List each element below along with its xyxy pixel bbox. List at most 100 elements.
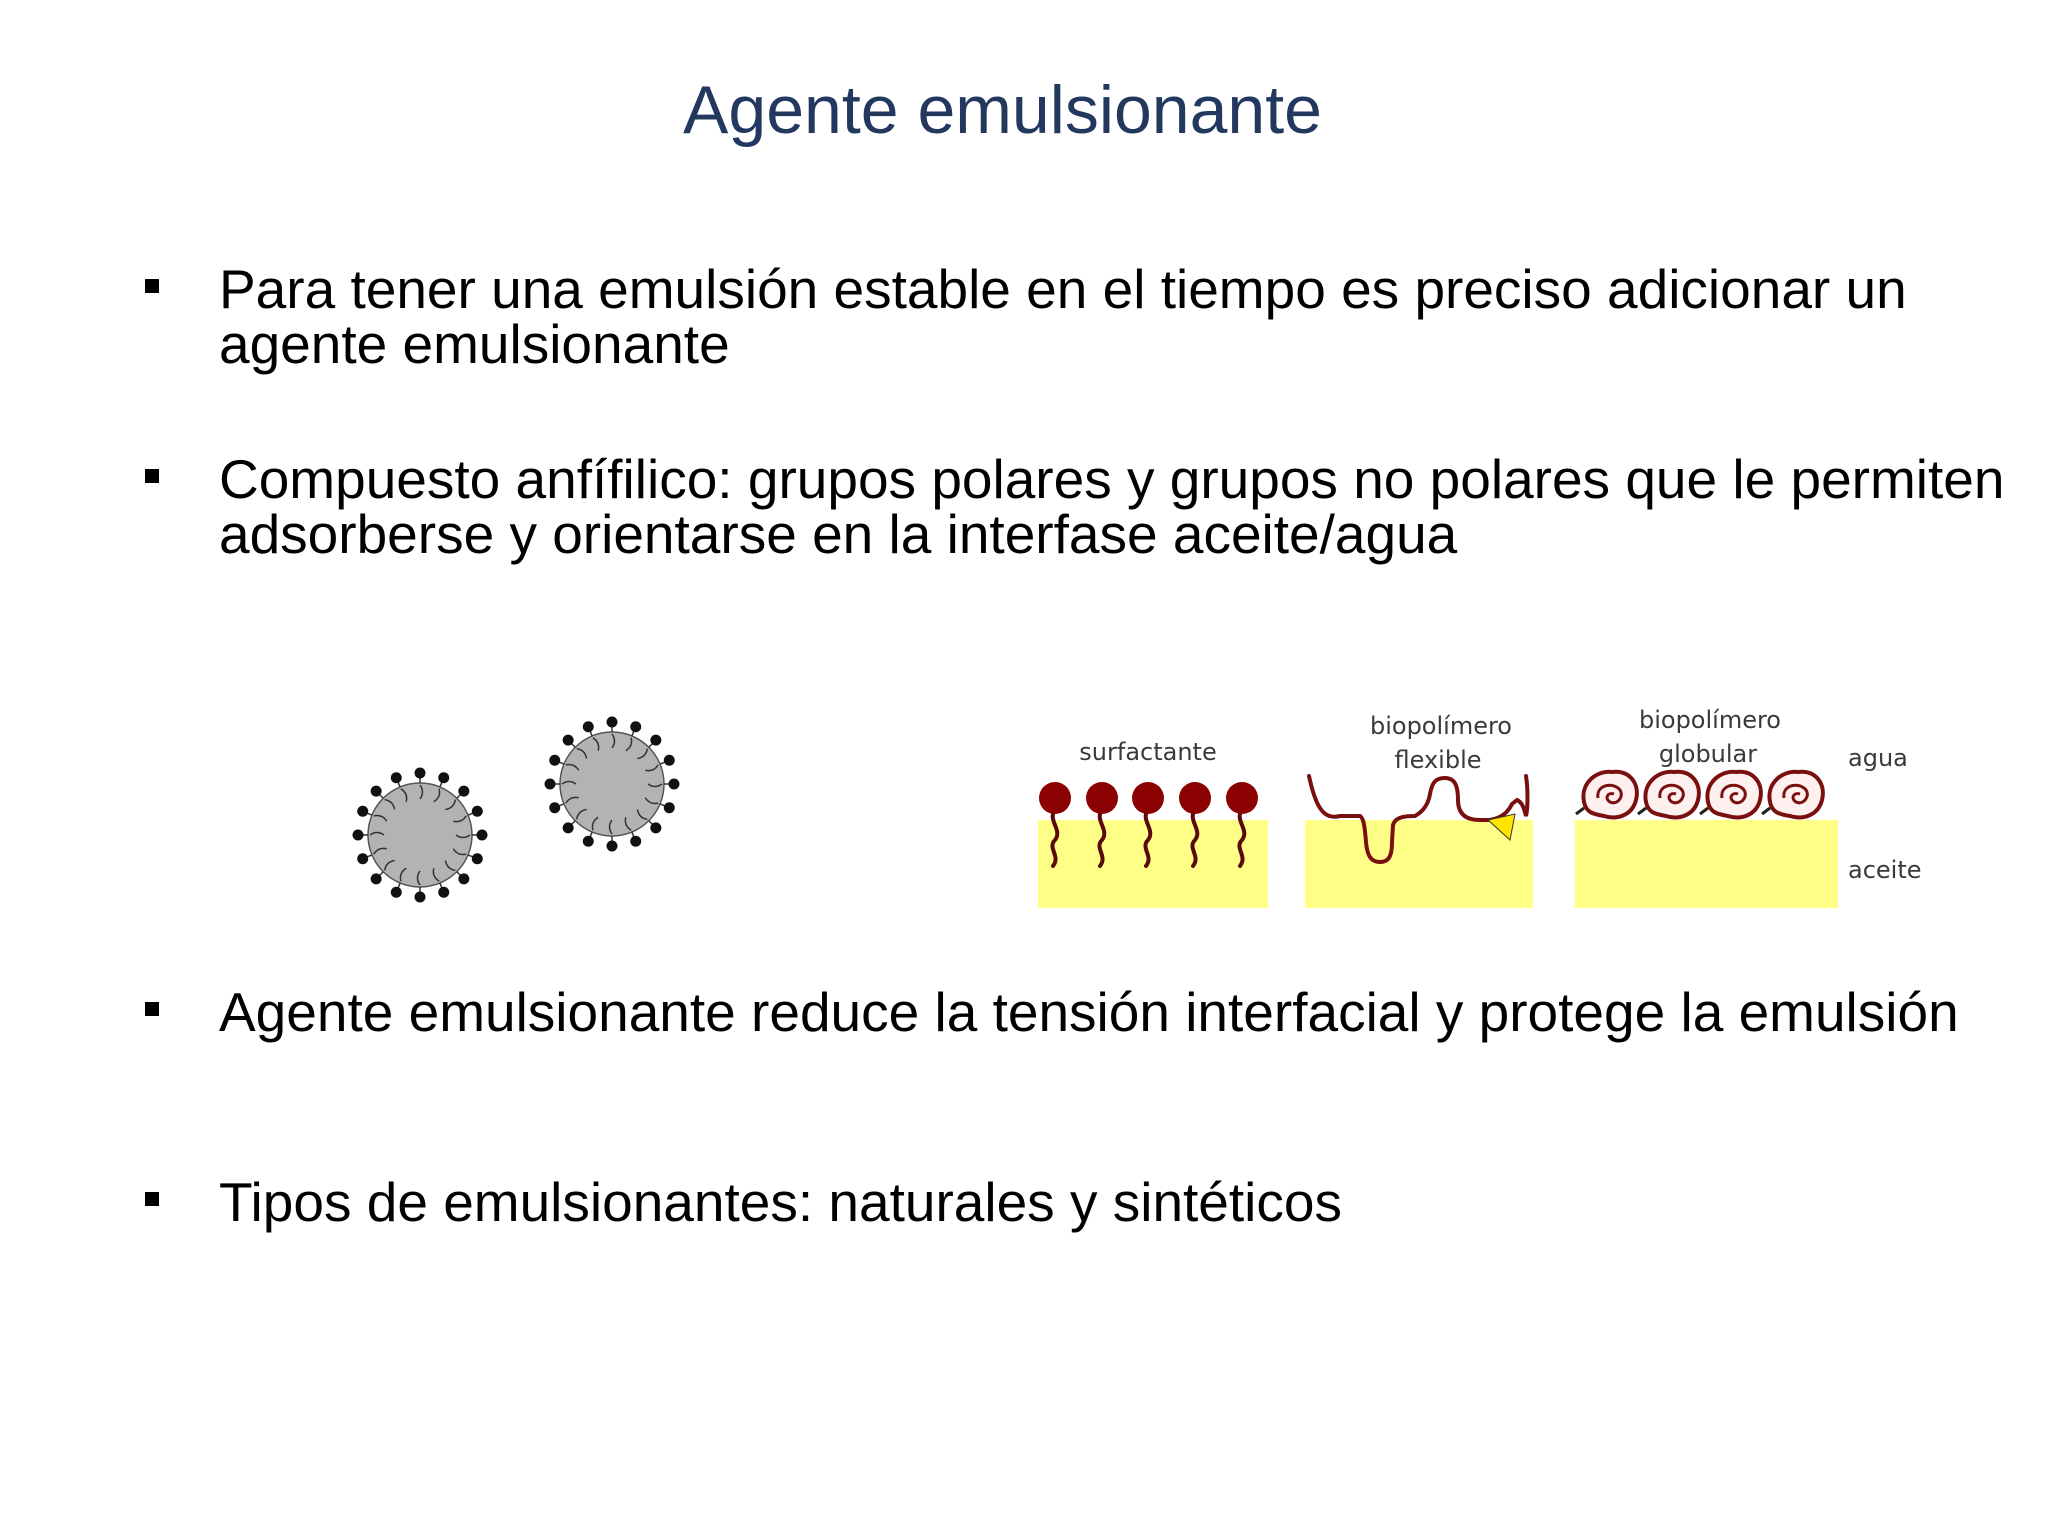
surfactant-head [1179, 782, 1211, 814]
surfactant-tail [1190, 808, 1200, 868]
emulsion-droplets-figure [352, 716, 680, 903]
emulsifier-tail [432, 868, 440, 882]
emulsifier-head [582, 835, 594, 847]
surfactant-head [1039, 782, 1071, 814]
emulsifier-head [663, 754, 675, 766]
globular-protein-anchor [1575, 806, 1585, 816]
globular-protein-fold [1720, 783, 1747, 805]
emulsifier-head [663, 802, 675, 814]
label-water: agua [1848, 744, 1908, 772]
surfactant-tail [1237, 808, 1247, 868]
bullet-square-icon [145, 1192, 159, 1206]
surfactant-tail [1097, 808, 1107, 868]
label-surfactant: surfactante [1079, 738, 1216, 766]
emulsifier-tail [608, 819, 613, 835]
emulsifier-head [549, 754, 561, 766]
emulsifier-head [606, 716, 618, 728]
emulsifier-head [544, 778, 556, 790]
emulsifier-head [630, 721, 642, 733]
emulsifier-tail [576, 747, 588, 759]
globular-protein-fold [1596, 783, 1623, 805]
droplet-left [352, 767, 488, 903]
flexible-chain-hydrophobic-segment [1486, 813, 1516, 841]
globular-protein-anchor [1761, 806, 1771, 816]
emulsifier-head [471, 805, 483, 817]
oil-block-surfactant [1038, 820, 1268, 908]
emulsifier-tail [647, 783, 663, 788]
surfactant-molecules [1039, 782, 1258, 868]
emulsifier-tail [565, 796, 579, 804]
emulsifier-head [414, 767, 426, 779]
emulsifier-tail [624, 817, 632, 831]
emulsifier-head [438, 772, 450, 784]
bullet-text: Para tener una emulsión estable en el ti… [219, 258, 1907, 375]
emulsifier-tail [625, 737, 633, 752]
surfactant-head [1086, 782, 1118, 814]
emulsifier-head [357, 853, 369, 865]
globular-protein-fold [1782, 783, 1809, 805]
emulsifier-tail [636, 809, 648, 821]
emulsifier-tail [416, 870, 421, 886]
bullet-text: Agente emulsionante reduce la tensión in… [219, 981, 1959, 1043]
droplet-right [544, 716, 680, 852]
emulsifier-head [458, 785, 470, 797]
emulsifier-head [352, 829, 364, 841]
emulsifier-tail [591, 816, 599, 831]
label-oil: aceite [1848, 856, 1922, 884]
slide-title: Agente emulsionante [683, 72, 1322, 148]
emulsifier-tail [644, 797, 659, 805]
emulsifier-tail [384, 798, 396, 810]
emulsifier-head [650, 822, 662, 834]
emulsifier-tail [445, 799, 457, 811]
emulsifier-head [390, 772, 402, 784]
emulsifier-tail [637, 748, 649, 760]
emulsifier-head [562, 822, 574, 834]
emulsifier-head [357, 805, 369, 817]
emulsifier-head [471, 853, 483, 865]
globular-biopolymers [1575, 769, 1825, 820]
oil-block-globular [1575, 820, 1838, 908]
emulsifier-tail [373, 847, 387, 855]
label-globular-line2: globular [1659, 740, 1757, 768]
emulsifier-tail [399, 867, 407, 882]
emulsifier-tail [575, 808, 587, 820]
globular-protein-anchor [1637, 806, 1647, 816]
bullet-square-icon [145, 469, 159, 483]
emulsifier-head [582, 721, 594, 733]
bullet-text: Compuesto anfífilico: grupos polares y g… [219, 448, 2005, 565]
emulsifier-head [476, 829, 488, 841]
emulsifier-tail [383, 859, 395, 871]
emulsifier-head [458, 873, 470, 885]
emulsifier-tail [565, 763, 580, 771]
emulsifier-tail [611, 733, 616, 749]
emulsifier-head [370, 785, 382, 797]
label-globular-line1: biopolímero [1639, 706, 1781, 734]
emulsifier-tail [452, 848, 467, 856]
emulsifier-tail [453, 815, 467, 823]
surfactant-tail [1050, 808, 1060, 868]
emulsifier-head [562, 734, 574, 746]
bullet-square-icon [145, 1002, 159, 1016]
emulsifier-head [370, 873, 382, 885]
emulsifier-tail [433, 788, 441, 803]
oil-block-flexible [1305, 820, 1533, 908]
emulsifier-head [390, 886, 402, 898]
surfactant-tail [1143, 808, 1153, 868]
bullet-square-icon [145, 279, 159, 293]
label-flexible-line2: flexible [1395, 746, 1482, 774]
emulsifier-head [606, 840, 618, 852]
emulsifier-head [650, 734, 662, 746]
emulsifier-tail [373, 814, 388, 822]
surfactant-head [1132, 782, 1164, 814]
emulsifier-head [668, 778, 680, 790]
emulsifier-tail [444, 860, 456, 872]
globular-protein-fold [1658, 783, 1685, 805]
bullet-text: Tipos de emulsionantes: naturales y sint… [219, 1171, 1342, 1233]
emulsifier-tail [369, 831, 385, 836]
interface-adsorption-figure: surfactante biopolímero flexible biopolí… [1038, 706, 1922, 908]
emulsifier-head [630, 835, 642, 847]
surfactant-head [1226, 782, 1258, 814]
emulsifier-tail [400, 788, 408, 802]
emulsifier-tail [455, 834, 471, 839]
